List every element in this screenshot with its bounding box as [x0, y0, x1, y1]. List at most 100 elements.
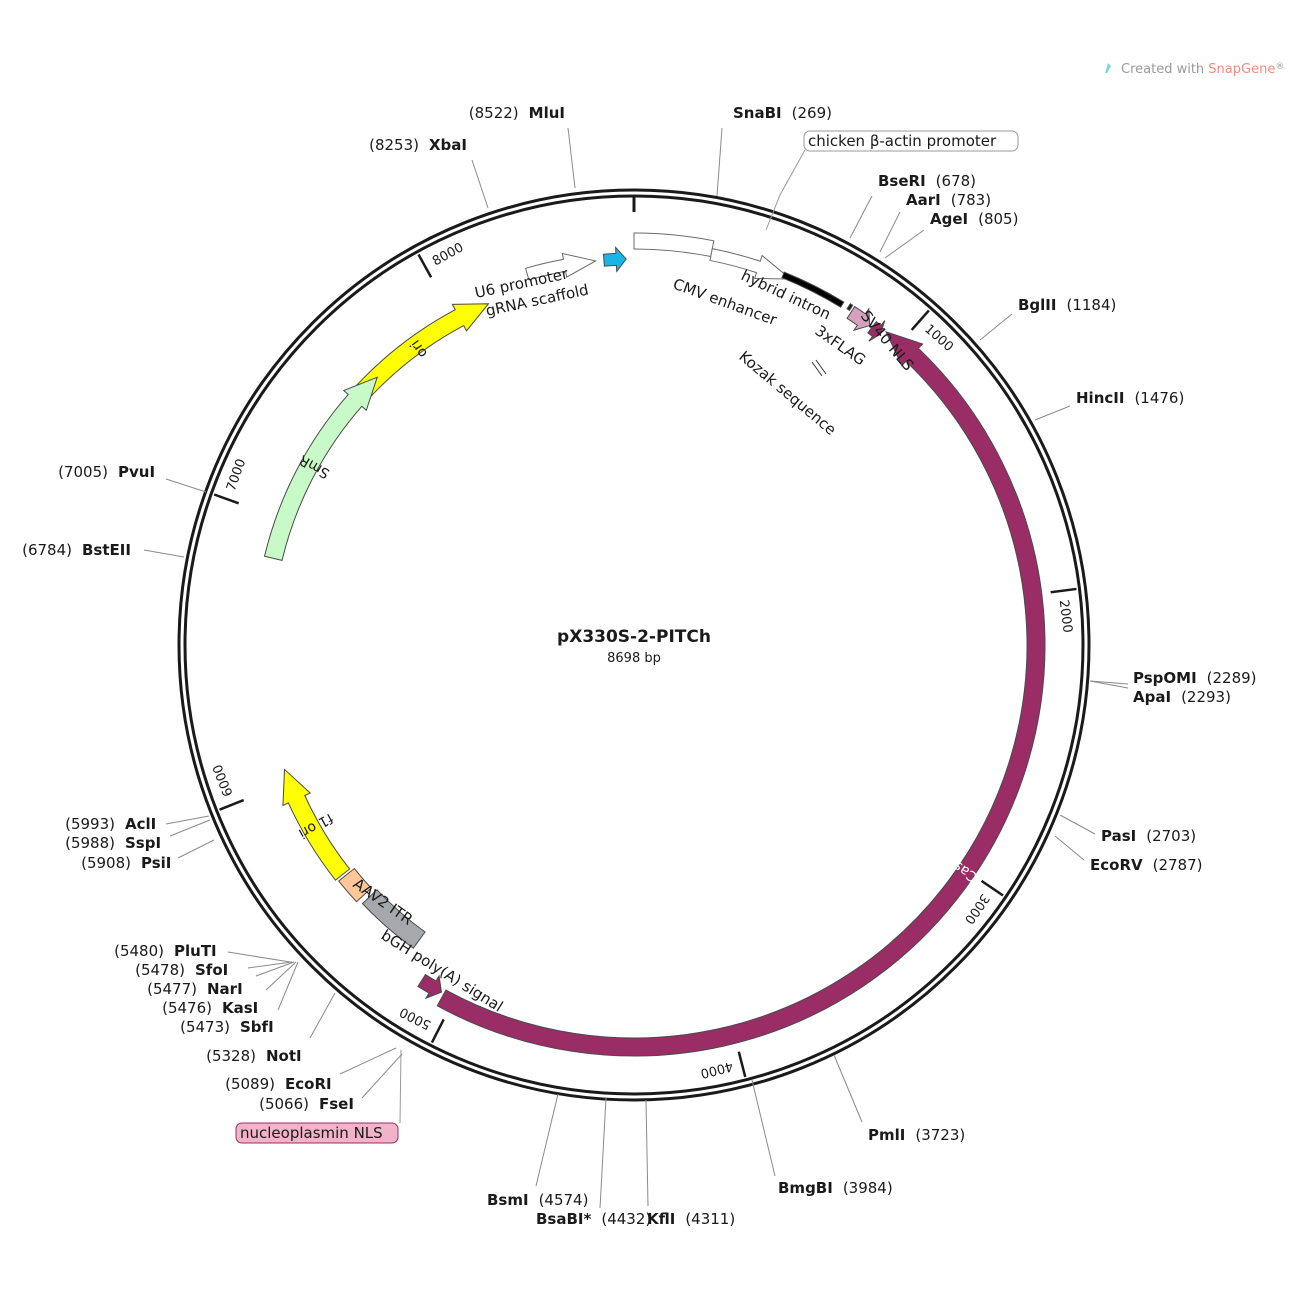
feature-chicken-actin-promoter [709, 248, 793, 280]
site-leader-line [599, 1097, 607, 1209]
site-name: MluI [529, 104, 565, 122]
site-position: (4574) [539, 1191, 589, 1209]
site-leader-line [1089, 680, 1129, 685]
site-name: PasI [1101, 827, 1136, 845]
site-bsteii: BstEII(6784) [22, 541, 131, 559]
backbone [177, 188, 1091, 1102]
site-position: (8253) [369, 136, 419, 154]
site-bglii: BglII(1184) [1018, 296, 1116, 314]
site-name: PluTI [174, 942, 217, 960]
feature-sv40-nls [867, 320, 886, 342]
feature-bgh-poly-a-signal [361, 889, 426, 949]
site-name: SfoI [195, 961, 228, 979]
site-name: XbaI [429, 136, 467, 154]
site-leader-line [884, 229, 925, 259]
site-leader-line [535, 1093, 559, 1187]
leader-lines [143, 127, 1129, 1209]
site-name: BsaBI* [536, 1210, 591, 1228]
site-xbai: XbaI (8253) [369, 136, 467, 154]
site-leader-line [247, 961, 293, 969]
site-position: (5477) [147, 980, 197, 998]
site-name: AclI [125, 815, 156, 833]
tick-mark [910, 309, 930, 331]
site-pluti: PluTI(5480) [114, 942, 217, 960]
feature-kozak-sequence [846, 303, 854, 312]
site-position: (5476) [162, 999, 212, 1017]
site-position: (5993) [65, 815, 115, 833]
feature-f1-ori [282, 768, 351, 881]
site-leader-line [879, 211, 901, 253]
site-name: SbfI [240, 1018, 274, 1036]
tick-label: 4000 [699, 1058, 735, 1081]
tick-mark [980, 879, 1004, 897]
site-position: (783) [951, 191, 991, 209]
feature-3xflag [846, 305, 871, 332]
feature-u6-promoter [524, 252, 597, 281]
site-noti: NotI(5328) [206, 1047, 302, 1065]
site-leader-line [169, 819, 211, 837]
leader-line [765, 149, 806, 231]
site-name: PsiI [141, 854, 171, 872]
feature-label-kozak: Kozak sequence [735, 347, 839, 439]
site-pspomi: PspOMI(2289) [1133, 669, 1257, 687]
site-name: PmlI [868, 1126, 905, 1144]
site-sbfi: SbfI(5473) [180, 1018, 274, 1036]
site-leader-line [1059, 814, 1096, 835]
plasmid-name: pX330S-2-PITCh [557, 627, 711, 647]
site-mlui: MluI(8522) [469, 104, 565, 122]
site-leader-line [567, 127, 576, 189]
plasmid-size: 8698 bp [607, 651, 661, 666]
site-position: (805) [978, 210, 1018, 228]
site-kasi: KasI(5476) [162, 999, 258, 1017]
site-name: SspI [125, 834, 161, 852]
site-leader-line [849, 195, 873, 239]
site-leader-line [645, 1099, 649, 1207]
site-name: BseRI [878, 172, 926, 190]
tick-mark [737, 1051, 747, 1078]
site-position: (5328) [206, 1047, 256, 1065]
site-leader-line [255, 961, 295, 977]
site-leader-line [277, 961, 299, 1011]
site-pmli: PmlI (3723) [868, 1126, 965, 1144]
tick-mark [219, 798, 245, 811]
feature-aav2-itr [338, 867, 372, 903]
tick-label: 6000 [210, 762, 236, 798]
site-name: AarI [906, 191, 941, 209]
site-leader-line [1054, 835, 1085, 861]
site-leader-line [165, 478, 207, 493]
site-bseri: BseRI(678) [878, 172, 976, 190]
feature-hybrid-intron [781, 271, 845, 308]
site-name: HincII [1076, 389, 1124, 407]
site-position: (2703) [1146, 827, 1196, 845]
site-kfli: KflI(4311) [647, 1210, 735, 1228]
site-name: PspOMI [1133, 669, 1197, 687]
site-name: PvuI [118, 463, 155, 481]
site-position: (4432) [601, 1210, 651, 1228]
tick-mark [417, 253, 433, 278]
site-position: (3723) [915, 1126, 965, 1144]
site-position: (5988) [65, 834, 115, 852]
feature-ori [353, 303, 490, 402]
site-position: (5478) [135, 961, 185, 979]
feature-smr [263, 376, 379, 562]
site-position: (2293) [1181, 688, 1231, 706]
feature-cas9 [436, 330, 1046, 1057]
site-snabi: SnaBI(269) [733, 104, 832, 122]
site-sfoi: SfoI (5478) [135, 961, 228, 979]
site-name: BstEII [82, 541, 131, 559]
site-name: KflI [647, 1210, 675, 1228]
site-name: AgeI [930, 210, 968, 228]
site-name: EcoRV [1090, 856, 1143, 874]
kozak-marker [811, 361, 823, 377]
site-name: SnaBI [733, 104, 782, 122]
site-ecorv: EcoRV (2787) [1090, 856, 1203, 874]
site-leader-line [361, 1053, 403, 1099]
site-pasi: PasI (2703) [1101, 827, 1196, 845]
site-ecori: EcoRI(5089) [225, 1075, 331, 1093]
tick-mark [1050, 587, 1077, 594]
site-pvui: PvuI(7005) [58, 463, 155, 481]
site-position: (2787) [1153, 856, 1203, 874]
tick-label: 2000 [1056, 599, 1075, 634]
feature-label-nucNLS: nucleoplasmin NLS [240, 1124, 383, 1142]
